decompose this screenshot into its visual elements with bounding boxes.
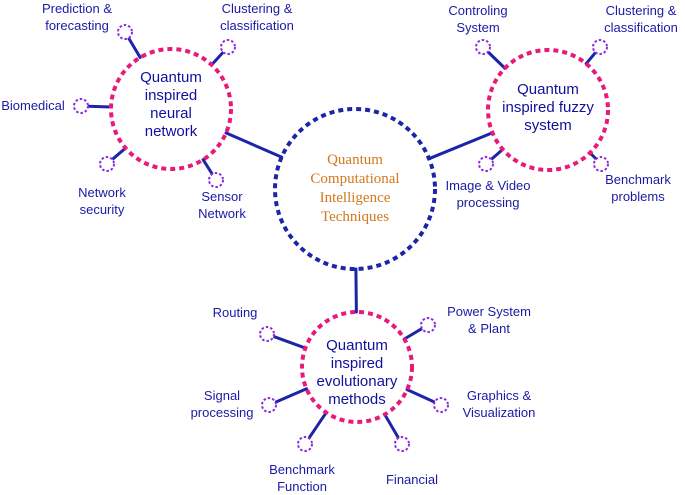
leaf-label-fuzzy-4-line-2: problems: [611, 189, 665, 204]
leaf-label-evolutionary-2-line-1: Power System: [447, 304, 531, 319]
edge-neural-leaf-3: [86, 104, 113, 109]
leaf-node-evolutionary-1: [259, 326, 275, 342]
leaf-label-neural-1-line-2: forecasting: [45, 18, 109, 33]
leaf-label-evolutionary-4-line-2: Visualization: [463, 405, 536, 420]
center-node-title-line-2: Computational: [310, 171, 399, 187]
rings-layer: [73, 24, 610, 452]
leaf-node-fuzzy-2: [592, 39, 608, 55]
leaf-label-neural-5-line-2: Network: [198, 206, 246, 221]
leaf-label-evolutionary-4-line-1: Graphics &: [467, 388, 532, 403]
leaf-label-fuzzy-2-line-2: classification: [604, 20, 678, 35]
edge-center-to-fuzzy: [427, 131, 494, 161]
leaf-node-evolutionary-6: [394, 436, 410, 452]
leaf-label-fuzzy-3-line-2: processing: [457, 195, 520, 210]
leaf-node-neural-5: [208, 172, 224, 188]
edge-center-to-neural: [224, 131, 284, 159]
center-node-title-line-3: Intelligence: [320, 190, 391, 206]
hub-title-fuzzy-line-2: inspired fuzzy: [502, 99, 594, 116]
leaf-node-fuzzy-1: [475, 39, 491, 55]
leaf-label-evolutionary-4: Graphics & Visualization: [463, 388, 536, 420]
leaf-label-neural-3: Biomedical: [1, 98, 65, 113]
leaf-node-fuzzy-4: [593, 156, 609, 172]
leaf-label-evolutionary-6-line-1: Financial: [386, 472, 438, 487]
leaf-label-evolutionary-3: Signal processing: [191, 388, 254, 420]
leaf-label-neural-1: Prediction & forecasting: [42, 1, 112, 33]
hub-title-neural-line-4: network: [145, 123, 198, 140]
leaf-label-neural-2-line-1: Clustering &: [222, 1, 293, 16]
edge-evolutionary-leaf-2: [402, 327, 424, 341]
hub-ring-fuzzy: [486, 48, 610, 172]
leaf-label-evolutionary-2: Power System & Plant: [447, 304, 531, 336]
leaf-label-neural-4-line-2: security: [80, 202, 125, 217]
leaf-node-evolutionary-3: [261, 397, 277, 413]
hub-title-fuzzy-line-3: system: [524, 117, 572, 134]
leaf-label-evolutionary-1-line-1: Routing: [213, 305, 258, 320]
edge-evolutionary-leaf-1: [272, 334, 307, 350]
leaf-label-fuzzy-3-line-1: Image & Video: [445, 178, 530, 193]
leaf-label-fuzzy-1-line-1: Controling: [448, 3, 507, 18]
edge-evolutionary-leaf-4: [405, 388, 437, 404]
leaf-label-neural-2: Clustering & classification: [220, 1, 294, 33]
leaf-node-neural-3: [73, 98, 89, 114]
edge-fuzzy-leaf-1: [486, 50, 507, 70]
leaf-node-evolutionary-4: [433, 397, 449, 413]
leaf-label-fuzzy-2-line-1: Clustering &: [606, 3, 677, 18]
leaf-label-neural-4-line-1: Network: [78, 185, 126, 200]
edge-fuzzy-leaf-3: [489, 147, 505, 161]
edge-neural-leaf-4: [110, 146, 127, 161]
edge-evolutionary-leaf-5: [307, 411, 328, 440]
leaf-node-evolutionary-5: [297, 436, 313, 452]
hub-title-evolutionary-line-2: inspired: [331, 355, 384, 372]
center-node-title-line-4: Techniques: [321, 209, 389, 225]
hub-title-fuzzy-line-1: Quantum: [517, 81, 579, 98]
leaf-label-evolutionary-5-line-1: Benchmark: [269, 462, 335, 477]
leaf-label-fuzzy-2: Clustering & classification: [604, 3, 678, 35]
edge-neural-leaf-1: [127, 36, 142, 59]
leaf-node-neural-4: [99, 156, 115, 172]
hub-title-evolutionary-line-3: evolutionary: [317, 373, 398, 390]
edge-evolutionary-leaf-6: [383, 412, 400, 440]
leaf-node-neural-1: [117, 24, 133, 40]
leaf-label-fuzzy-1-line-2: System: [456, 20, 499, 35]
hub-title-neural-line-3: neural: [150, 105, 192, 122]
leaf-label-evolutionary-1: Routing: [213, 305, 258, 320]
center-node-ring: [273, 107, 437, 271]
hub-title-neural-line-1: Quantum: [140, 69, 202, 86]
leaf-label-fuzzy-4: Benchmark problems: [605, 172, 671, 204]
leaf-node-neural-2: [220, 39, 236, 55]
edge-neural-leaf-2: [210, 50, 225, 67]
leaf-label-fuzzy-4-line-1: Benchmark: [605, 172, 671, 187]
leaf-label-evolutionary-3-line-2: processing: [191, 405, 254, 420]
leaf-node-evolutionary-2: [420, 317, 436, 333]
leaf-label-neural-4: Network security: [78, 185, 126, 217]
leaf-label-evolutionary-6: Financial: [386, 472, 438, 487]
edge-fuzzy-leaf-2: [584, 50, 598, 66]
edge-evolutionary-leaf-3: [273, 387, 309, 404]
leaf-label-evolutionary-2-line-2: & Plant: [468, 321, 510, 336]
hub-title-neural-line-2: inspired: [145, 87, 198, 104]
leaf-node-fuzzy-3: [478, 156, 494, 172]
leaf-label-neural-3-line-1: Biomedical: [1, 98, 65, 113]
leaf-label-neural-5-line-1: Sensor: [201, 189, 243, 204]
leaf-label-fuzzy-3: Image & Video processing: [445, 178, 530, 210]
hub-title-evolutionary-line-4: methods: [328, 391, 386, 408]
hub-ring-neural: [109, 47, 233, 171]
edge-neural-leaf-5: [201, 158, 214, 176]
hub-ring-evolutionary: [300, 310, 414, 424]
leaf-label-evolutionary-3-line-1: Signal: [204, 388, 240, 403]
hub-title-evolutionary-line-1: Quantum: [326, 337, 388, 354]
leaf-label-evolutionary-5-line-2: Function: [277, 479, 327, 494]
leaf-label-neural-1-line-1: Prediction &: [42, 1, 112, 16]
leaf-label-neural-2-line-2: classification: [220, 18, 294, 33]
center-node-title-line-1: Quantum: [327, 152, 383, 168]
